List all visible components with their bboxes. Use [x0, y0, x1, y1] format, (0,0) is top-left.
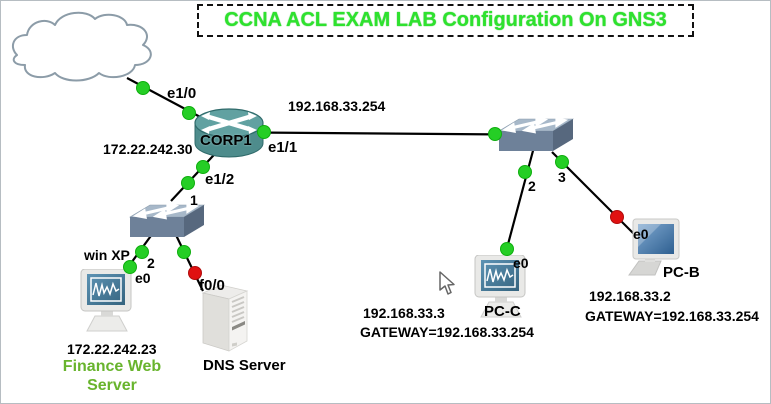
diagram-title: CCNA ACL EXAM LAB Configuration On GNS3: [224, 9, 667, 31]
label-pcc-name: PC-C: [484, 303, 521, 320]
label-winxp-role: Finance Web Server: [51, 357, 173, 395]
router-corp1-node[interactable]: [193, 107, 265, 159]
label-router-name: CORP1: [200, 132, 252, 149]
label-winxp-ip: 172.22.242.23: [67, 341, 157, 357]
cursor-arrow-icon: [439, 271, 455, 295]
label-winxp-role-line2: Server: [87, 377, 137, 394]
link-corp1-switch-right[interactable]: [250, 131, 514, 136]
dns-server-node[interactable]: [197, 281, 255, 353]
status-dot-up: [518, 165, 532, 179]
label-pcb-gateway: GATEWAY=192.168.33.254: [585, 308, 759, 324]
label-dns-name: DNS Server: [203, 357, 286, 374]
label-segment-ip: 192.168.33.254: [288, 98, 386, 114]
label-pcb-nic-e0: e0: [633, 226, 649, 242]
label-interface-e1-1: e1/1: [268, 139, 298, 156]
status-dot-up: [500, 242, 514, 256]
title-box: CCNA ACL EXAM LAB Configuration On GNS3: [197, 4, 694, 37]
pcb-node[interactable]: [621, 217, 687, 279]
switch-icon: [497, 116, 575, 151]
mouse-cursor: [437, 271, 459, 297]
label-winxp-role-line1: Finance Web: [62, 358, 162, 375]
label-switchleft-port-1: 1: [190, 192, 198, 208]
label-winxp-name: win XP: [84, 247, 130, 263]
status-dot-up: [177, 245, 191, 259]
label-switchright-port-2: 2: [528, 178, 536, 194]
router-icon: [194, 108, 264, 158]
pcc-node[interactable]: [471, 255, 531, 319]
switch-right-node[interactable]: [497, 113, 575, 155]
label-winxp-nic-e0: e0: [135, 270, 151, 286]
label-pcc-ip: 192.168.33.3: [363, 305, 445, 321]
cloud-icon: [11, 11, 152, 82]
winxp-pc-node[interactable]: [77, 269, 137, 333]
switch-left-node[interactable]: [128, 199, 206, 241]
cloud-node[interactable]: [3, 7, 163, 87]
pc-icon: [474, 255, 526, 318]
monitor-icon: [628, 218, 680, 276]
label-interface-e1-0: e1/0: [167, 85, 197, 102]
pc-icon: [80, 269, 132, 332]
label-interface-e1-2: e1/2: [205, 171, 235, 188]
label-dns-nic-f0-0: f0/0: [199, 277, 225, 294]
status-dot-up: [181, 176, 195, 190]
label-pcc-nic-e0: e0: [513, 255, 529, 271]
label-switchright-port-3: 3: [558, 169, 566, 185]
status-dot-up: [555, 155, 569, 169]
label-pcc-gateway: GATEWAY=192.168.33.254: [360, 324, 534, 340]
label-switchleft-port-2: 2: [147, 255, 155, 271]
label-pcb-ip: 192.168.33.2: [589, 288, 671, 304]
label-pcb-name: PC-B: [663, 264, 700, 281]
link-switchright-pcc[interactable]: [501, 146, 536, 264]
server-tower-icon: [201, 284, 249, 352]
switch-icon: [128, 202, 206, 237]
label-router-ip: 172.22.242.30: [103, 141, 193, 157]
